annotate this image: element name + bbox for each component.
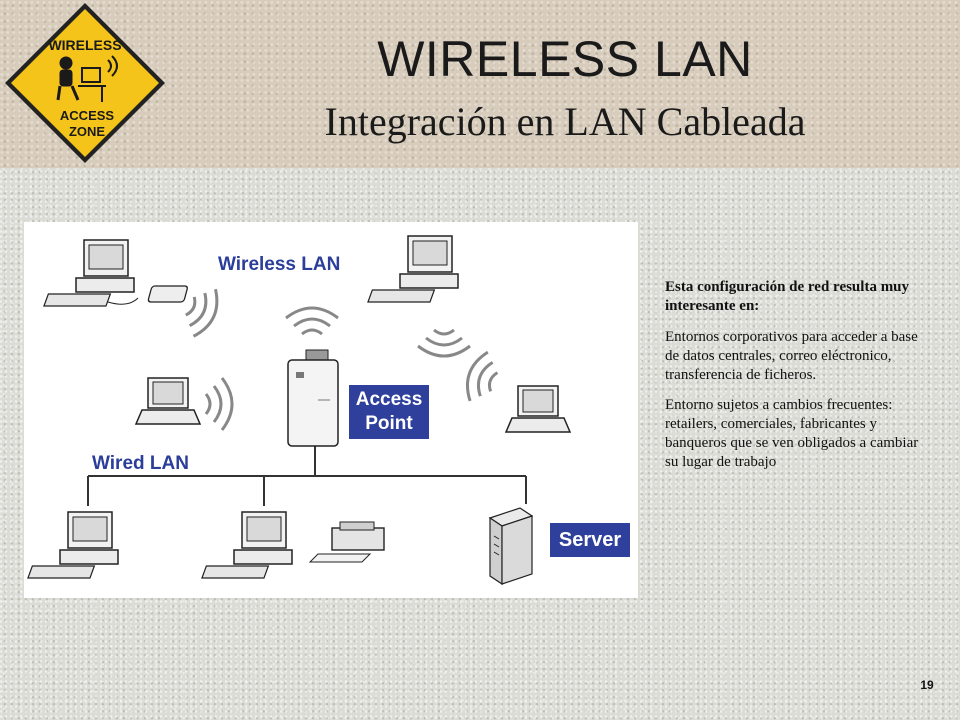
phone-icon bbox=[107, 285, 188, 305]
access-point-device bbox=[284, 306, 340, 447]
wireless-signal-icon bbox=[459, 347, 505, 408]
wireless-lan-label: Wireless LAN bbox=[218, 254, 341, 275]
network-diagram: Wireless LAN Wired LAN Access Point Serv… bbox=[24, 222, 638, 598]
logo-text-wireless: WIRELESS bbox=[48, 37, 121, 53]
slide-subtitle: Integración en LAN Cableada bbox=[324, 99, 806, 144]
wireless-laptop-1 bbox=[135, 377, 201, 425]
wired-desktop-pc-2 bbox=[201, 511, 293, 579]
description-paragraph-2: Entorno sujetos a cambios frecuentes: re… bbox=[665, 397, 919, 470]
network-diagram-graphic bbox=[27, 235, 571, 586]
slide-header: WIRELESS ACCESS ZONE WIRELESS LAN Integr… bbox=[0, 0, 960, 168]
description-lead: Esta configuración de red resulta muy in… bbox=[665, 279, 910, 314]
logo-text-zone: ZONE bbox=[69, 124, 105, 139]
wired-lan-label: Wired LAN bbox=[92, 453, 189, 474]
wireless-desktop-pc-2 bbox=[367, 235, 459, 303]
wired-lan-cabling bbox=[87, 444, 527, 506]
wireless-laptop-2 bbox=[505, 385, 571, 433]
description-paragraph-1: Entornos corporativos para acceder a bas… bbox=[665, 329, 918, 383]
wireless-signal-icon bbox=[416, 328, 472, 358]
wireless-access-zone-logo: WIRELESS ACCESS ZONE bbox=[5, 3, 165, 163]
slide-title: WIRELESS LAN bbox=[377, 31, 753, 87]
access-point-label-line1: Access bbox=[355, 389, 423, 410]
wired-desktop-pc-1 bbox=[27, 511, 119, 579]
printer-icon bbox=[308, 521, 385, 563]
server-tower-icon bbox=[488, 507, 534, 586]
wireless-signal-icon bbox=[204, 376, 234, 432]
page-number: 19 bbox=[920, 678, 934, 692]
access-point-label-line2: Point bbox=[365, 413, 413, 434]
description-panel: Esta configuración de red resulta muy in… bbox=[665, 278, 927, 483]
logo-text-access: ACCESS bbox=[60, 108, 115, 123]
access-point-label: Access Point bbox=[349, 385, 429, 439]
server-label: Server bbox=[550, 523, 630, 557]
person-at-computer-icon bbox=[56, 55, 118, 102]
wireless-desktop-pc-1 bbox=[43, 239, 135, 307]
